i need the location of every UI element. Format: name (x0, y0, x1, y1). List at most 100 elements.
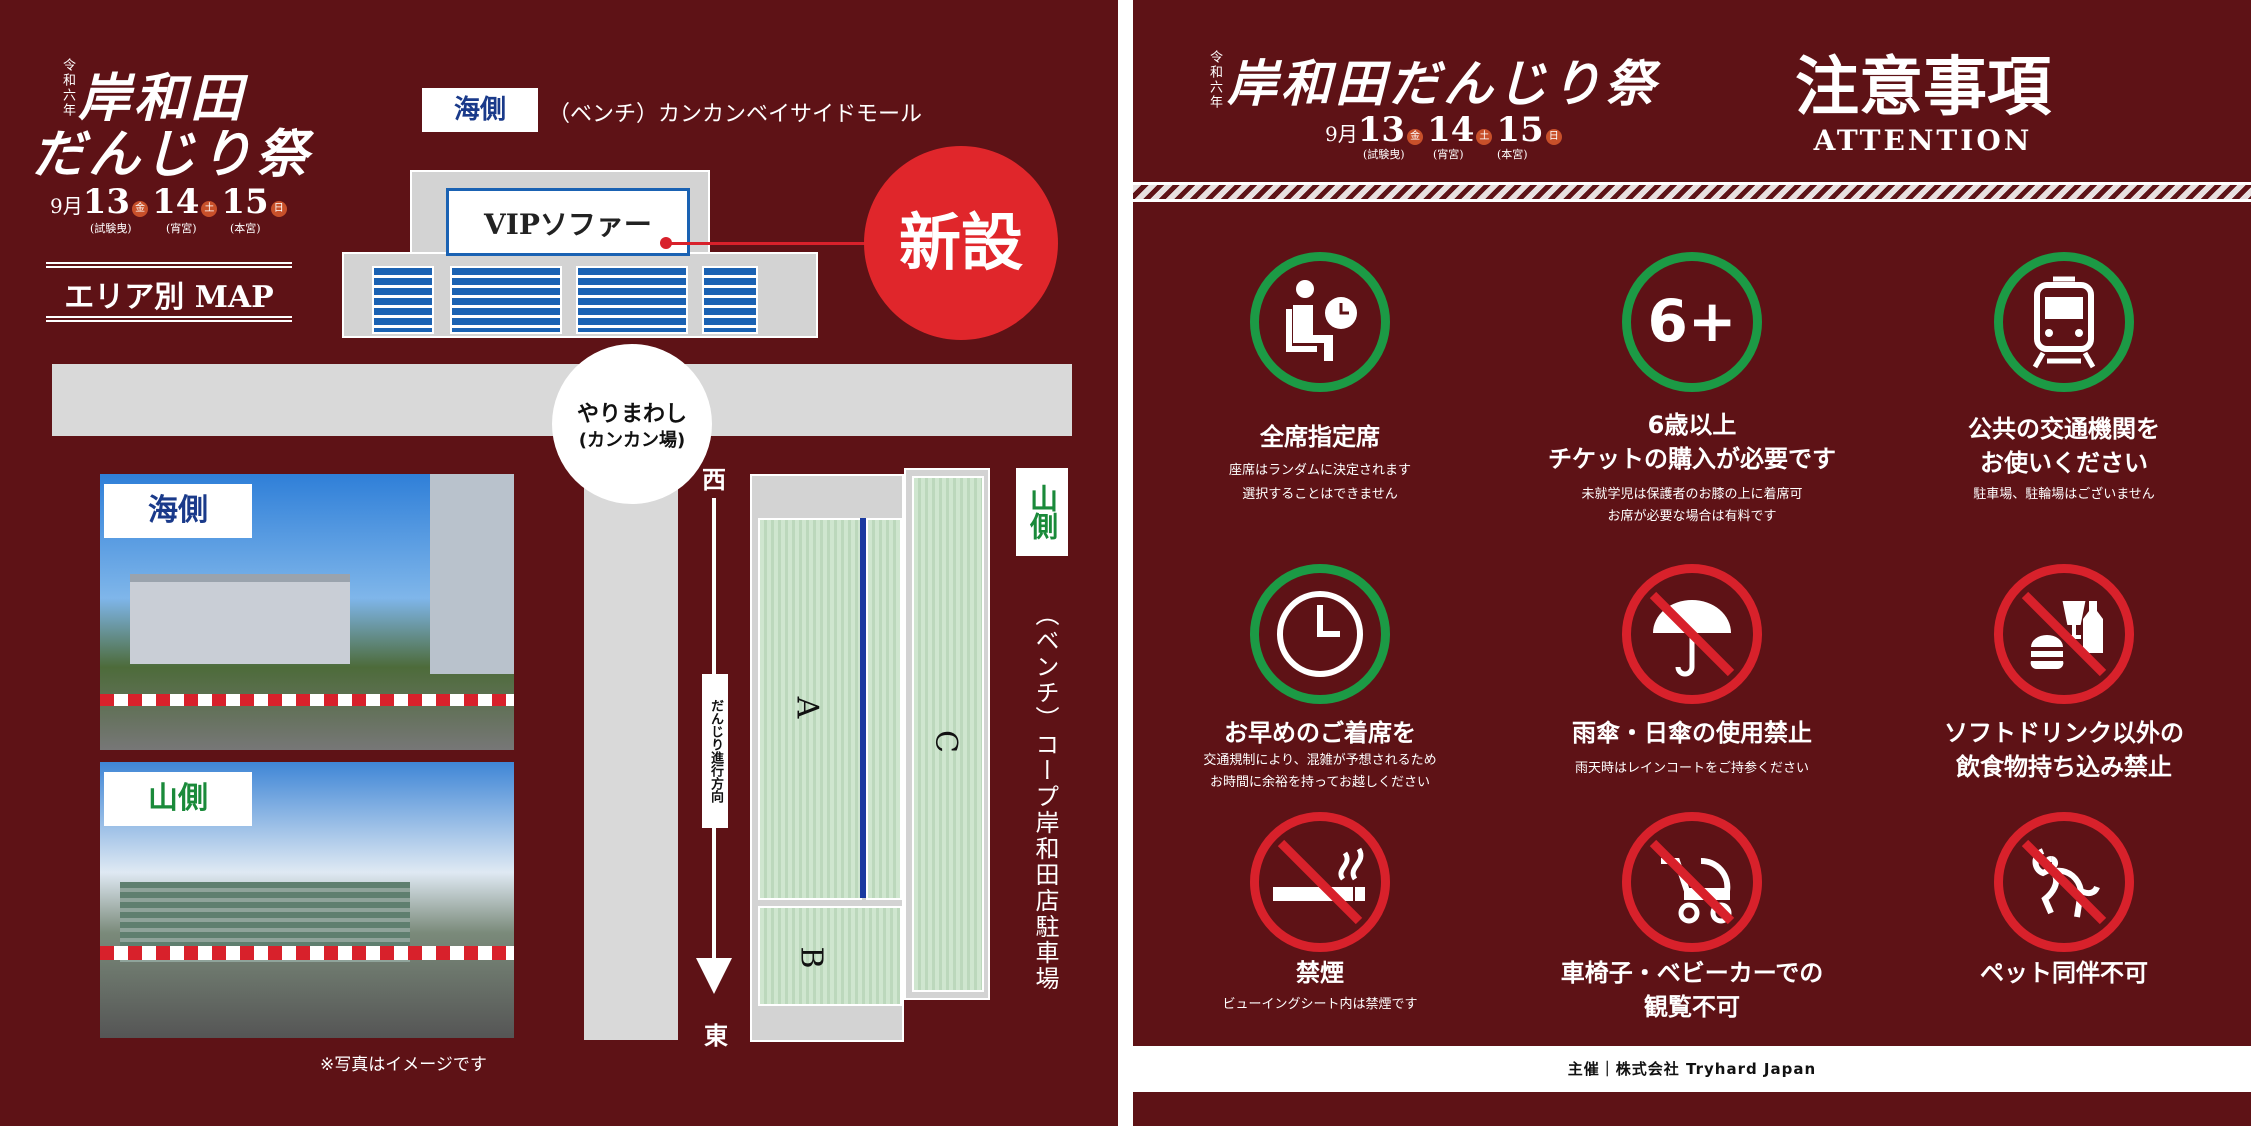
logo-line1-right: 岸和田 (1227, 54, 1389, 113)
area-map-title: エリア別 MAP (64, 280, 274, 315)
photo2-label: 山側 (104, 772, 252, 826)
photo-bunting (100, 694, 514, 706)
vip-marker (660, 237, 672, 249)
item-food-title1: ソフトドリンク以外の (1944, 719, 2184, 747)
photo-bunting2 (100, 946, 514, 960)
vip-sofa-label: VIPソファー (446, 188, 690, 256)
item-smoking-title: 禁煙 (1296, 959, 1344, 987)
seat-block-a (758, 518, 862, 900)
item-clock-desc1: 交通規制により、混雑が予想されるため (1203, 753, 1437, 768)
photo1-label: 海側 (104, 484, 252, 538)
mountain-side-tag: 山側 (1016, 468, 1068, 556)
photo-building (130, 574, 350, 664)
day-15-sub-right: (本宮) (1497, 148, 1528, 161)
no-pets-icon (1994, 812, 2134, 952)
seat-block-c (912, 476, 984, 992)
weekday-sat: 土 (201, 200, 218, 217)
clock-icon (1250, 564, 1390, 704)
item-umbrella-title: 雨傘・日傘の使用禁止 (1572, 719, 1812, 747)
logo-title-right: 岸和田だんじり祭 (1227, 44, 1659, 116)
no-umbrella-icon (1622, 564, 1762, 704)
kankan-label: (カンカン場) (578, 430, 686, 451)
day-13: 13 (82, 182, 131, 222)
item-stroller-title1: 車椅子・ベビーカーでの (1560, 959, 1824, 987)
logo-line2: だんじり祭 (32, 124, 313, 185)
item-reserved-title: 全席指定席 (1260, 423, 1380, 451)
logo-line2-right: だんじり祭 (1389, 54, 1659, 113)
attention-subtitle: ATTENTION (1813, 124, 2033, 157)
item-train-title2: お使いください (1980, 449, 2148, 477)
day-14-sub-right: (宵宮) (1433, 148, 1464, 161)
weekday-fri-right: 金 (1407, 128, 1424, 145)
sea-seat-block-2 (450, 266, 562, 334)
day-13-sub-right: (試験曳) (1363, 148, 1405, 161)
block-a-label: A (789, 696, 825, 719)
logo-line1: 岸和田 (78, 68, 247, 129)
item-age-desc1: 未就学児は保護者のお膝の上に着席可 (1581, 487, 1803, 502)
day-14-sub: (宵宮) (166, 222, 197, 235)
item-food-title2: 飲食物持ち込み禁止 (1956, 753, 2172, 781)
day-15-right: 15 (1496, 110, 1544, 150)
item-age-title1: 6歳以上 (1647, 411, 1737, 439)
direction-arrow-head (696, 958, 732, 994)
sea-side-tag: 海側 (422, 88, 538, 132)
weekday-sat-right: 土 (1476, 128, 1493, 145)
weekday-fri: 金 (132, 200, 149, 217)
seat-a-divider (860, 518, 866, 898)
day-13-sub: (試験曳) (90, 222, 132, 235)
day-15: 15 (221, 182, 269, 222)
item-clock-desc2: お時間に余裕を持ってお越しください (1210, 775, 1430, 790)
sea-seat-block-1 (372, 266, 434, 334)
vip-leader-line (670, 242, 870, 245)
day-14-right: 14 (1427, 110, 1475, 150)
new-badge: 新設 (864, 146, 1058, 340)
reserved-seat-icon (1250, 252, 1390, 392)
item-train-title1: 公共の交通機関を (1968, 415, 2160, 443)
title-rule-top (46, 262, 292, 268)
no-stroller-icon (1622, 812, 1762, 952)
logo-era-right: 令和六年 (1207, 50, 1222, 110)
footer-bar (1133, 1046, 2251, 1092)
item-smoking-desc1: ビューイングシート内は禁煙です (1222, 997, 1418, 1012)
no-smoking-icon (1250, 812, 1390, 952)
day-13-right: 13 (1357, 110, 1406, 150)
mountain-side-desc: （ベンチ）コープ岸和田店駐車場 (1031, 602, 1059, 992)
svg-text:6+: 6+ (1648, 287, 1737, 355)
block-c-label: C (927, 730, 963, 753)
item-clock-title: お早めのご着席を (1224, 719, 1416, 747)
no-food-drink-icon (1994, 564, 2134, 704)
west-label: 西 (702, 466, 726, 494)
weekday-sun-right: 日 (1545, 128, 1562, 145)
age-six-plus-icon: 6+ (1622, 252, 1762, 392)
day-15-sub: (本宮) (230, 222, 261, 235)
logo-era: 令和六年 (60, 58, 75, 118)
weekday-sun: 日 (270, 200, 287, 217)
yarimawashi-circle (552, 344, 712, 504)
sea-seat-block-3 (576, 266, 688, 334)
photo-tower (430, 474, 514, 674)
seat-block-a2 (866, 518, 902, 900)
item-train-desc1: 駐車場、駐輪場はございません (1973, 487, 2155, 502)
sea-side-desc: （ベンチ）カンカンベイサイドモール (548, 102, 923, 127)
item-age-desc2: お席が必要な場合は有料です (1607, 509, 1777, 524)
item-pets-title: ペット同伴不可 (1980, 959, 2148, 987)
month-right: 9月 (1325, 122, 1358, 146)
sea-seat-block-4 (702, 266, 758, 334)
footer-organizer: 主催｜株式会社 Tryhard Japan (1567, 1060, 1817, 1078)
item-stroller-title2: 観覧不可 (1644, 993, 1740, 1021)
month: 9月 (50, 194, 83, 218)
item-reserved-desc2: 選択することはできません (1242, 487, 1398, 502)
photo-note: ※写真はイメージです (320, 1055, 487, 1075)
yarimawashi-label: やりまわし (576, 402, 687, 427)
item-reserved-desc1: 座席はランダムに決定されます (1228, 463, 1411, 478)
item-umbrella-desc1: 雨天時はレインコートをご持参ください (1574, 761, 1809, 776)
train-icon (1994, 252, 2134, 392)
road-vertical (584, 436, 678, 1040)
seat-block-b (758, 906, 902, 1006)
block-b-label: B (793, 946, 829, 969)
item-age-title2: チケットの購入が必要です (1548, 445, 1836, 473)
